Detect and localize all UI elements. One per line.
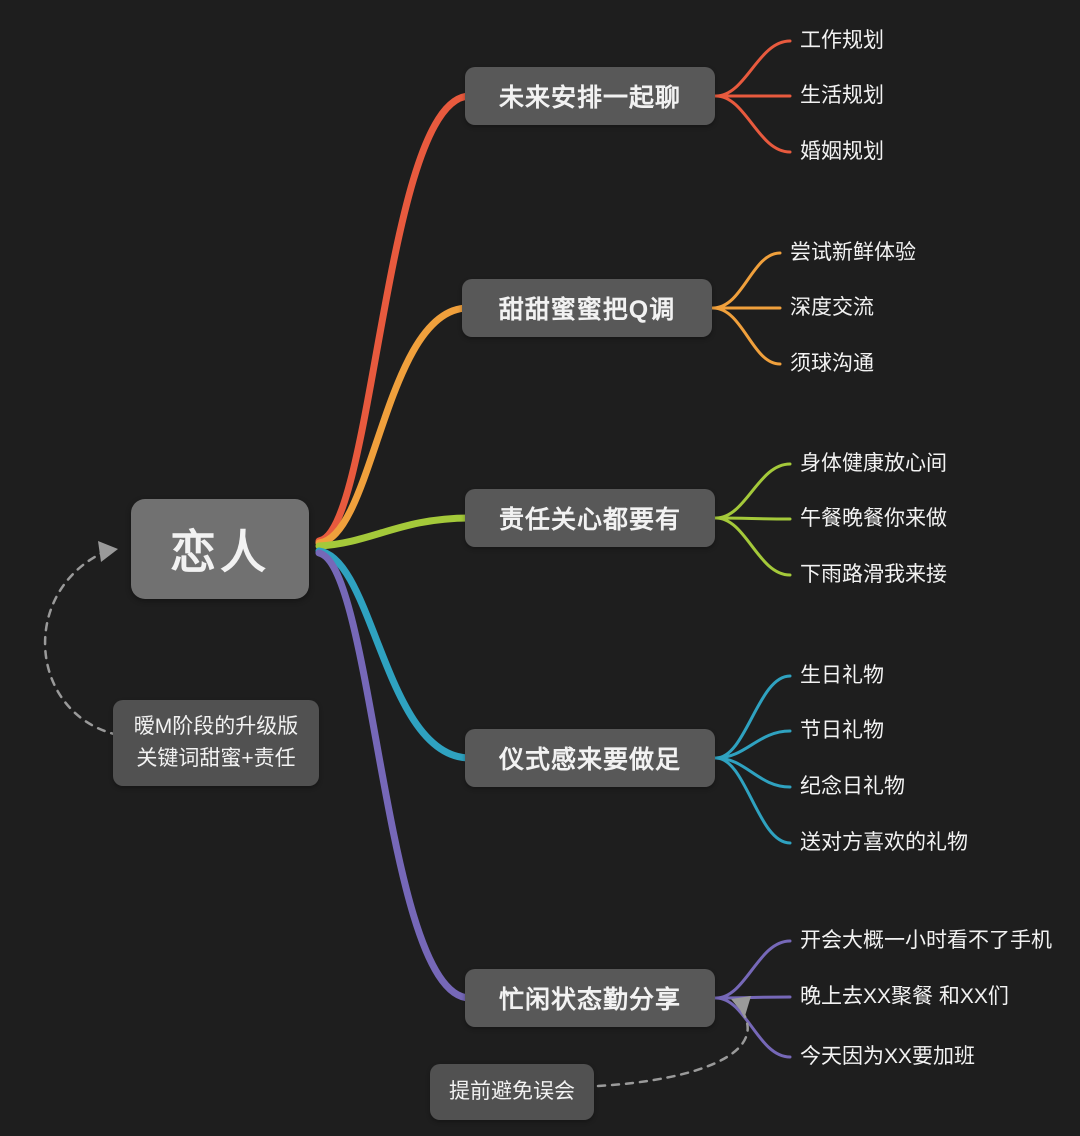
leaf-item[interactable]: 节日礼物: [800, 719, 884, 742]
leaf-tick-5-3: [714, 996, 792, 1059]
leaf-item[interactable]: 晚上去XX聚餐 和XX们: [800, 985, 1009, 1008]
leaf-tick-1-3: [714, 94, 792, 154]
branch-node-sweet-talk[interactable]: 甜甜蜜蜜把Q调: [462, 279, 712, 337]
leaf-tick-2-3: [711, 306, 782, 366]
leaf-item[interactable]: 深度交流: [790, 296, 874, 319]
leaf-tick-1-1: [714, 39, 792, 98]
branch-curve-3: [315, 514, 474, 550]
leaf-item[interactable]: 婚姻规划: [800, 140, 884, 163]
leaf-item[interactable]: 开会大概一小时看不了手机: [800, 929, 1052, 952]
branch-curve-2: [315, 304, 472, 547]
leaf-item[interactable]: 下雨路滑我来接: [800, 563, 947, 586]
leaf-tick-4-4: [714, 756, 792, 845]
branch-curve-5: [315, 549, 474, 1002]
leaf-tick-3-3: [714, 516, 792, 577]
leaf-item[interactable]: 送对方喜欢的礼物: [800, 831, 968, 854]
leaf-item[interactable]: 须球沟通: [790, 352, 874, 375]
branch-node-responsibility[interactable]: 责任关心都要有: [465, 489, 715, 547]
note-node-root[interactable]: 暧M阶段的升级版 关键词甜蜜+责任: [113, 700, 319, 786]
leaf-tick-5-1: [714, 939, 792, 1000]
note-node-avoid-misunderstanding[interactable]: 提前避免误会: [430, 1064, 594, 1120]
leaf-item[interactable]: 今天因为XX要加班: [800, 1045, 976, 1068]
note-line: 暧M阶段的升级版: [133, 715, 299, 738]
leaf-item[interactable]: 身体健康放心间: [800, 452, 947, 475]
leaf-item[interactable]: 工作规划: [800, 29, 884, 52]
leaf-tick-2-1: [711, 251, 782, 310]
branch-node-rituals[interactable]: 仪式感来要做足: [465, 729, 715, 787]
branch-curve-4: [315, 547, 474, 762]
note-line: 关键词甜蜜+责任: [136, 747, 296, 770]
branch-curve-1: [315, 92, 474, 545]
leaf-tick-4-2: [714, 729, 792, 760]
note-arrow-to-branch5-head: [731, 996, 751, 1016]
leaf-item[interactable]: 生活规划: [800, 84, 884, 107]
leaf-tick-3-1: [714, 462, 792, 520]
leaf-item[interactable]: 午餐晚餐你来做: [800, 507, 947, 530]
branch-node-status-sharing[interactable]: 忙闲状态勤分享: [465, 969, 715, 1027]
leaf-item[interactable]: 纪念日礼物: [800, 775, 905, 798]
leaf-tick-3-2: [714, 516, 792, 521]
branch-node-future-plans[interactable]: 未来安排一起聊: [465, 67, 715, 125]
leaf-item[interactable]: 尝试新鲜体验: [790, 241, 916, 264]
leaf-tick-4-1: [714, 674, 792, 760]
note-arrow-to-branch5: [596, 1006, 749, 1088]
leaf-tick-5-2: [714, 995, 792, 1000]
root-node[interactable]: 恋人: [131, 499, 309, 599]
leaf-item[interactable]: 生日礼物: [800, 664, 884, 687]
note-arrow-to-root: [43, 551, 120, 737]
note-arrow-to-root-head: [98, 541, 118, 562]
